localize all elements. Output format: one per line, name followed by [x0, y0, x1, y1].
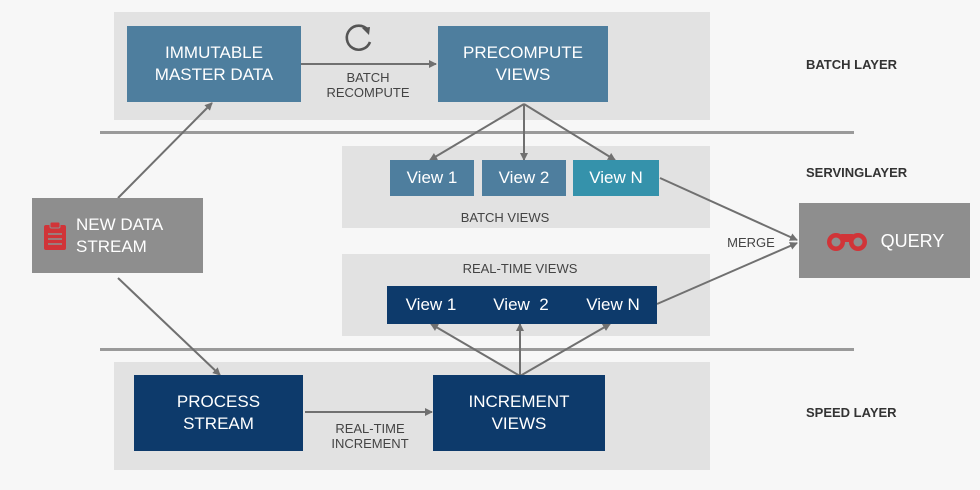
new-data-stream-box: NEW DATA STREAM [32, 198, 203, 273]
batch-view-1: View 1 [390, 160, 474, 196]
batch-view-2: View 2 [482, 160, 566, 196]
arrow-rtviewN-to-query [656, 242, 798, 305]
realtime-view-2: View 2 [493, 295, 549, 314]
query-box: QUERY [799, 203, 970, 278]
new-data-stream-label: NEW DATA STREAM [76, 214, 164, 256]
arrow-precompute-to-viewN [523, 103, 616, 161]
realtime-views-strip [387, 286, 657, 324]
binoculars-icon [825, 230, 869, 252]
merge-label: MERGE [727, 235, 775, 250]
realtime-view-n: View N [586, 295, 640, 314]
arrow-increment-to-rtviewN [519, 323, 611, 377]
batch-views-label: BATCH VIEWS [460, 210, 550, 225]
batch-layer-label: BATCH LAYER [806, 57, 898, 72]
process-stream-box: PROCESS STREAM [134, 375, 303, 451]
arrow-increment-to-rtview1 [430, 323, 521, 377]
clipboard-icon [42, 221, 68, 251]
precompute-views-box: PRECOMPUTE VIEWS [438, 26, 608, 102]
batch-recompute-label: BATCH RECOMPUTE [326, 70, 410, 100]
realtime-view-1: View 1 [405, 295, 457, 314]
realtime-increment-label: REAL-TIME INCREMENT [331, 421, 409, 451]
query-label: QUERY [880, 230, 945, 251]
refresh-icon [339, 18, 379, 58]
arrow-stream-to-master [117, 102, 213, 199]
master-data-box: IMMUTABLE MASTER DATA [127, 26, 301, 102]
speed-layer-label: SPEED LAYER [806, 405, 897, 420]
batch-view-n: View N [573, 160, 659, 196]
arrow-viewN-to-query [659, 177, 798, 241]
serving-layer-label: SERVINGLAYER [806, 165, 908, 180]
realtime-views-label: REAL-TIME VIEWS [462, 261, 578, 276]
increment-views-box: INCREMENT VIEWS [433, 375, 605, 451]
arrow-stream-to-process [117, 277, 221, 376]
serving-speed-divider [100, 348, 854, 351]
arrow-precompute-to-view1 [429, 103, 525, 161]
